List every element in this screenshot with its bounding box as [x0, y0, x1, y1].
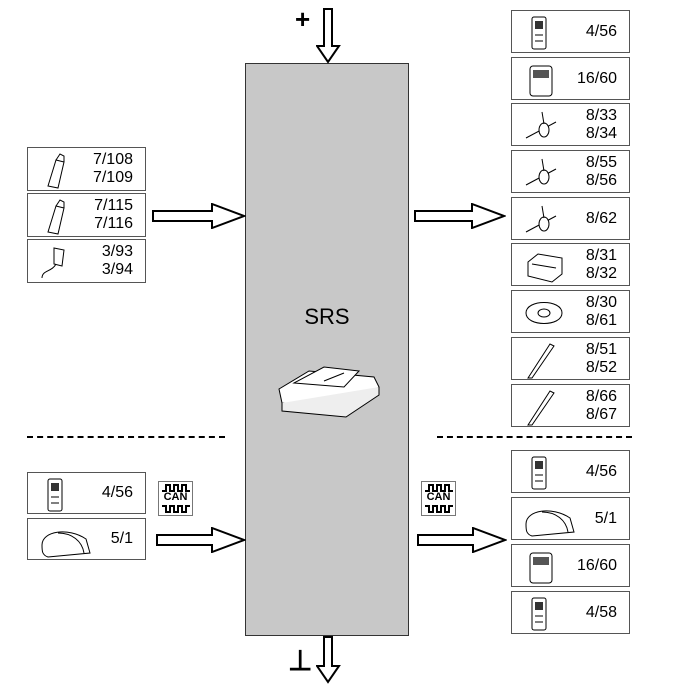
control-unit-icon: [531, 456, 547, 490]
component-box: 16/60: [511, 544, 630, 587]
pretensioner-icon: [47, 199, 65, 235]
component-box: 8/62: [511, 197, 630, 240]
component-box: 16/60: [511, 57, 630, 100]
can-input-arrow-icon: [156, 527, 246, 553]
component-reference: 5/1: [110, 530, 133, 547]
control-unit-icon: [47, 478, 63, 512]
instrument-cluster-icon: [525, 510, 575, 537]
component-box: 3/93 3/94: [27, 239, 146, 283]
component-box: 8/55 8/56: [511, 150, 630, 193]
component-reference: 7/115 7/116: [94, 197, 133, 232]
component-box: 4/56: [511, 10, 630, 53]
separator-right: [437, 436, 632, 438]
can-bus-icon: CAN: [158, 481, 193, 516]
component-box: 8/30 8/61: [511, 290, 630, 333]
component-reference: 8/30 8/61: [585, 293, 617, 329]
component-box: 5/1: [27, 518, 146, 560]
curtain-airbag-icon: [527, 343, 555, 379]
power-arrow-icon: [316, 8, 341, 64]
can-label: CAN: [163, 491, 188, 503]
component-reference: 8/31 8/32: [585, 246, 617, 282]
component-reference: 4/58: [585, 603, 617, 621]
buckle-switch-icon: [41, 247, 65, 279]
igniter-icon: [525, 205, 557, 233]
component-box: 8/33 8/34: [511, 103, 630, 146]
component-reference: 8/66 8/67: [585, 387, 617, 423]
input-arrow-icon: [152, 203, 246, 229]
separator-left: [27, 436, 225, 438]
can-bus-icon: CAN: [421, 481, 456, 516]
component-box: 7/108 7/109: [27, 147, 146, 191]
component-reference: 4/56: [585, 462, 617, 480]
instrument-cluster-icon: [41, 531, 91, 558]
steering-airbag-icon: [525, 302, 563, 324]
srs-control-unit: SRS: [245, 63, 409, 636]
can-output-arrow-icon: [417, 527, 507, 553]
component-reference: 4/56: [101, 484, 133, 501]
srs-label: SRS: [304, 304, 350, 329]
control-module-icon: [529, 65, 553, 97]
ground-arrow-icon: [316, 636, 341, 684]
component-reference: 5/1: [594, 509, 617, 527]
pretensioner-icon: [47, 153, 65, 189]
component-box: 4/56: [27, 472, 146, 514]
control-unit-icon: [531, 597, 547, 631]
component-reference: 8/33 8/34: [585, 106, 617, 142]
srs-module-icon: [278, 366, 380, 418]
output-arrow-icon: [414, 203, 506, 229]
component-box: 8/51 8/52: [511, 337, 630, 380]
component-box: 4/56: [511, 450, 630, 493]
component-reference: 4/56: [585, 22, 617, 40]
component-reference: 8/55 8/56: [585, 153, 617, 189]
component-reference: 7/108 7/109: [92, 151, 133, 186]
component-box: 8/66 8/67: [511, 384, 630, 427]
component-reference: 3/93 3/94: [101, 243, 133, 278]
component-reference: 8/51 8/52: [585, 340, 617, 376]
component-box: 4/58: [511, 591, 630, 634]
component-reference: 16/60: [576, 556, 617, 574]
control-module-icon: [529, 552, 553, 584]
component-reference: 8/62: [585, 209, 617, 227]
plus-symbol: +: [295, 4, 311, 34]
curtain-airbag-icon: [527, 390, 555, 426]
component-reference: 16/60: [576, 69, 617, 87]
component-box: 5/1: [511, 497, 630, 540]
igniter-icon: [525, 111, 557, 139]
airbag-module-icon: [527, 253, 563, 283]
can-label: CAN: [426, 491, 451, 503]
igniter-icon: [525, 158, 557, 186]
ground-symbol: ⊥: [288, 645, 313, 676]
component-box: 7/115 7/116: [27, 193, 146, 237]
component-box: 8/31 8/32: [511, 243, 630, 286]
control-unit-icon: [531, 16, 547, 50]
